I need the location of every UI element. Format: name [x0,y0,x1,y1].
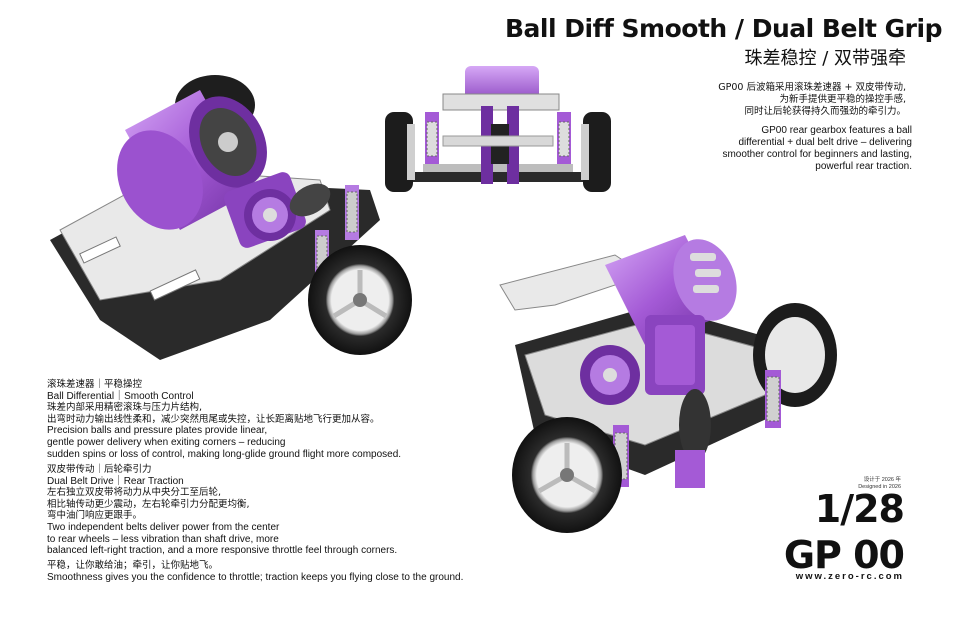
intro-cn-line: 同时让后轮获得持久而强劲的牵引力。 [744,106,906,117]
intro-en-line: powerful rear traction. [815,161,912,172]
designed-note: 设计于 2026 年 Designed in 2026 [858,477,901,491]
wheel-front-right [308,245,412,355]
scale-label: 1/28 [814,487,905,531]
section-line: 相比轴传动更少震动，左右轮牵引力分配更均衡, [47,498,250,510]
intro-en-line: smoother control for beginners and lasti… [722,149,912,160]
section-line: 弯中油门响应更跟手。 [47,510,143,522]
section-line: 出弯时动力输出线性柔和，减少突然甩尾或失控，让长距离贴地飞行更加从容。 [47,413,380,425]
section-dual-belt: 双皮带传动｜后轮牵引力 Dual Belt Drive｜Rear Tractio… [47,464,397,557]
section-line: to rear wheels – less vibration than sha… [47,533,279,545]
dual-belt [442,106,554,184]
section-line: 珠差内部采用精密滚珠与压力片结构, [47,402,203,414]
intro-en-line: differential + dual belt drive – deliver… [738,137,912,148]
shock-absorber [425,112,571,164]
section-ball-diff: 滚珠差速器｜平稳操控 Ball Differential｜Smooth Cont… [47,379,401,460]
wheel-rear-right [583,112,611,192]
intro-en: GP00 rear gearbox features a ball differ… [652,125,912,173]
model-label: GP 00 [783,533,905,577]
chassis-plate [401,172,595,182]
wheel-front-left [512,417,622,533]
section-line: sudden spins or loss of control, making … [47,448,402,460]
section-line: Two independent belts deliver power from… [47,521,280,533]
gearbox [580,315,711,461]
section-line: 左右独立双皮带将动力从中央分工至后轮, [47,487,222,499]
section-heading-cn: 双皮带传动｜后轮牵引力 [47,464,152,475]
website-link[interactable]: www.zero-rc.com [795,571,904,582]
section-heading-cn: 滚珠差速器｜平稳操控 [47,379,143,390]
chassis-render-bottom-right [499,235,837,533]
section-heading-en: Ball Differential｜Smooth Control [47,390,194,402]
section-line: Precision balls and pressure plates prov… [47,425,268,437]
intro-en-line: GP00 rear gearbox features a ball [761,125,912,136]
page-title: Ball Diff Smooth / Dual Belt Grip [505,14,942,43]
chassis-render-rear-view [385,66,611,192]
section-line: gentle power delivery when exiting corne… [47,436,286,448]
intro-cn-line: 为新手提供更平稳的操控手感, [779,94,906,105]
designed-cn: 设计于 2026 年 [863,477,901,483]
intro-cn: GP00 后波箱采用滚珠差速器 + 双皮带传动, 为新手提供更平稳的操控手感, … [606,82,906,118]
gearbox [224,172,331,248]
section-line: balanced left-right traction, and a more… [47,545,398,557]
summary-en: Smoothness gives you the confidence to t… [47,571,464,583]
wheel-rear-left [385,112,413,192]
section-heading-en: Dual Belt Drive｜Rear Traction [47,475,184,487]
chassis-render-top-left [50,75,412,360]
summary-cn: 平稳，让你敢给油；牵引，让你贴地飞。 [47,560,219,571]
designed-en: Designed in 2026 [858,484,901,490]
section-summary: 平稳，让你敢给油；牵引，让你贴地飞。 Smoothness gives you … [47,560,463,583]
intro-cn-line: GP00 后波箱采用滚珠差速器 + 双皮带传动, [718,82,906,93]
motor [117,90,267,230]
page-subtitle-cn: 珠差稳控 / 双带强牵 [744,48,906,69]
